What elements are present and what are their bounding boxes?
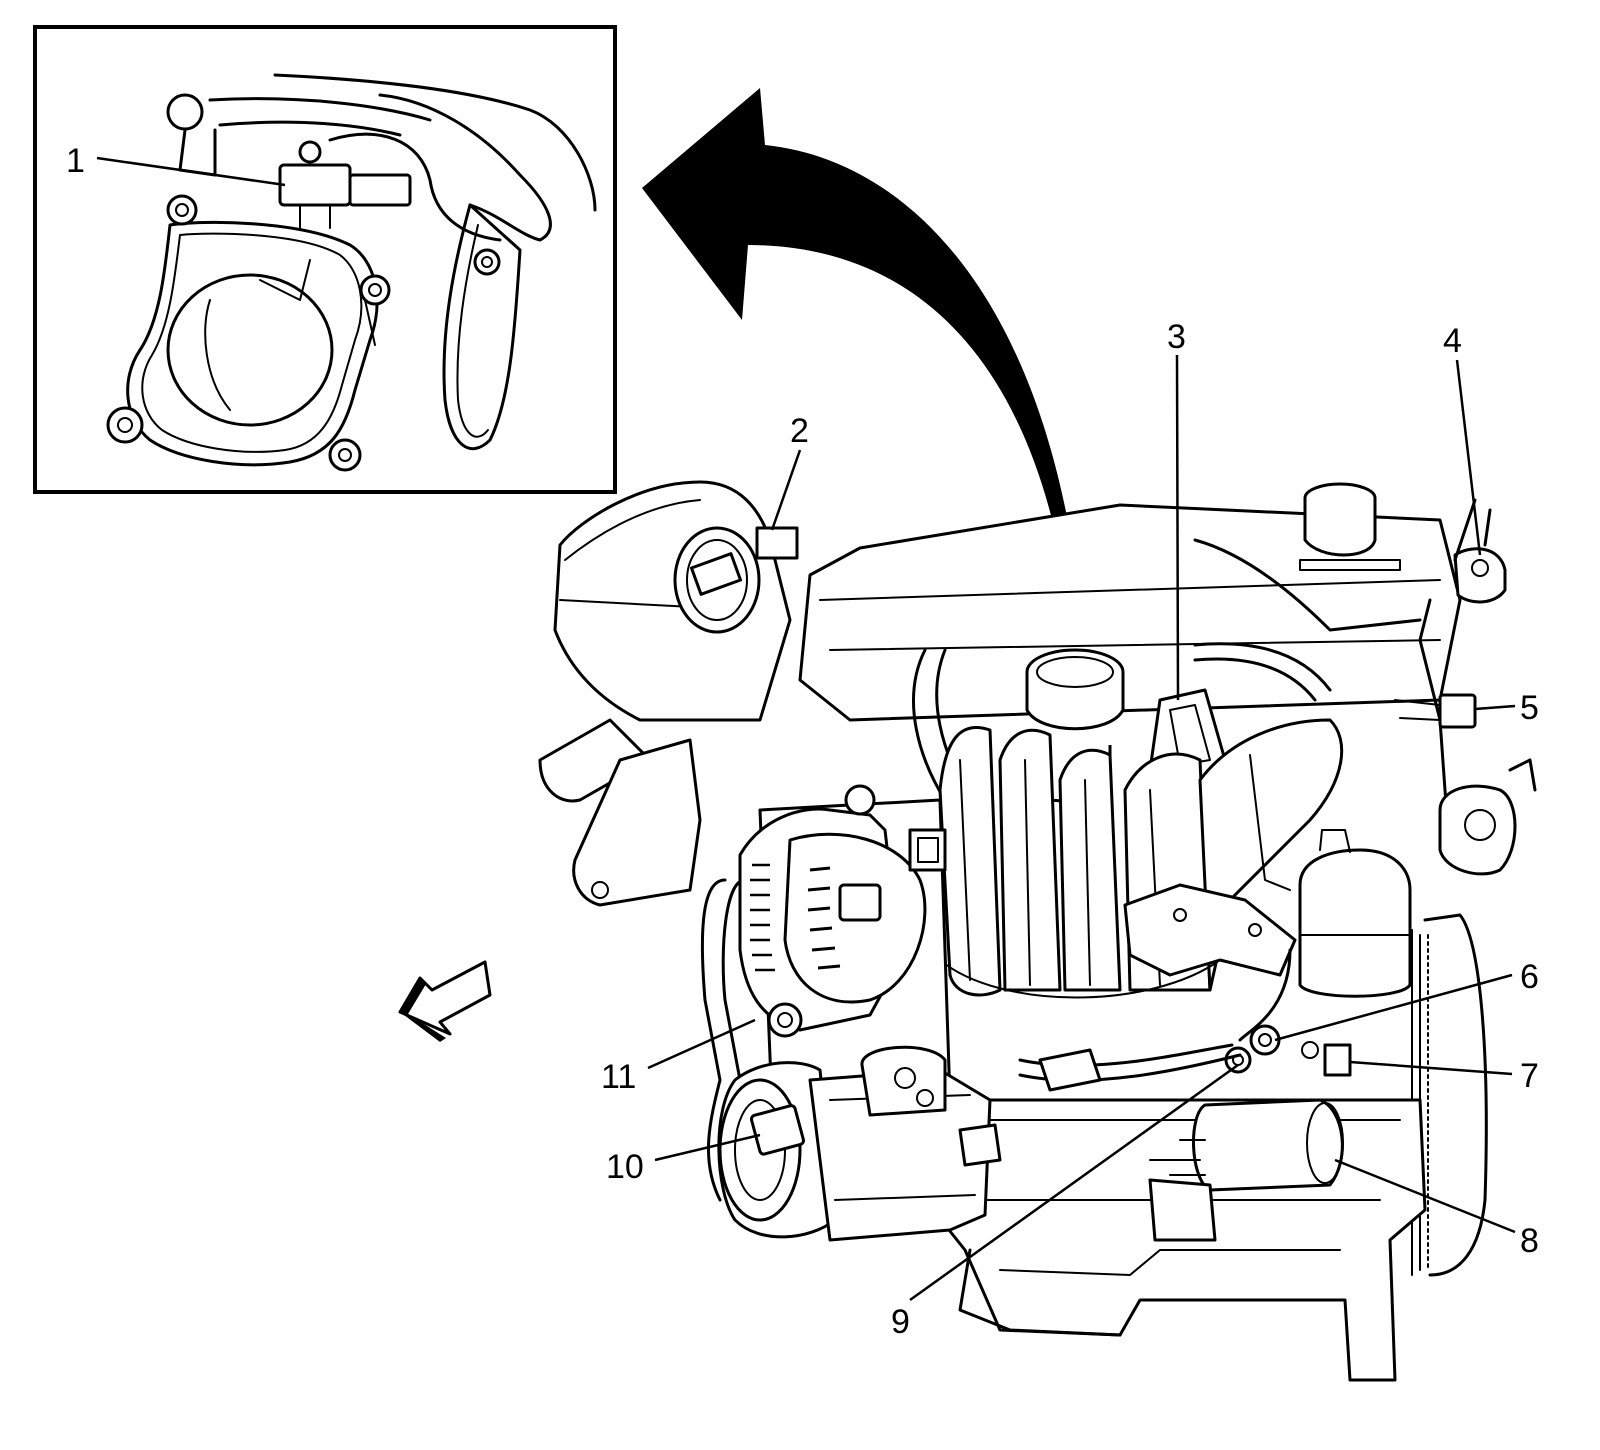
callout-11: 11 bbox=[601, 1058, 636, 1096]
callout-10: 10 bbox=[606, 1148, 644, 1186]
front-direction-arrow bbox=[398, 960, 492, 1042]
leader-lines bbox=[96, 156, 1516, 1302]
engine-assembly bbox=[538, 480, 1537, 1382]
removal-arrow bbox=[642, 88, 1080, 600]
callout-6: 6 bbox=[1520, 958, 1539, 996]
callout-4: 4 bbox=[1443, 322, 1462, 360]
callout-labels: 1 2 3 4 5 6 7 8 9 10 11 bbox=[66, 142, 1539, 1341]
callout-2: 2 bbox=[790, 412, 809, 450]
callout-1: 1 bbox=[66, 142, 85, 180]
callout-9: 9 bbox=[891, 1303, 910, 1341]
callout-7: 7 bbox=[1520, 1057, 1539, 1095]
detail-inset bbox=[33, 25, 617, 494]
callout-5: 5 bbox=[1520, 689, 1539, 727]
callout-3: 3 bbox=[1167, 318, 1186, 356]
callout-8: 8 bbox=[1520, 1222, 1539, 1260]
